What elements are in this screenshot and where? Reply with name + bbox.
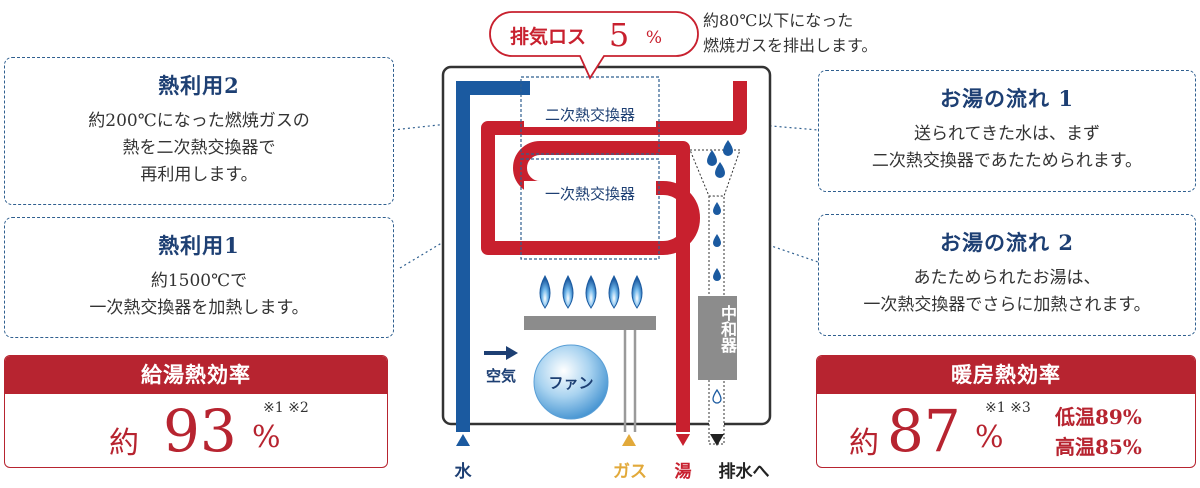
cold-water-pipe xyxy=(456,81,530,432)
secondary-hx-label: 二次熱交換器 xyxy=(545,106,635,124)
heating-efficiency-panel: 暖房熱効率 約 87 % ※1 ※3 低温89% 高温85% xyxy=(816,355,1196,468)
exhaust-bubble xyxy=(489,11,699,80)
heating-efficiency-high: 高温85% xyxy=(1055,435,1142,459)
gas-arrow-icon xyxy=(622,434,636,446)
exhaust-note: 約80℃以下になった 燃焼ガスを排出します。 xyxy=(703,11,878,55)
neutralizer-label: 中和器 xyxy=(718,305,737,353)
exhaust-label: 排気ロス xyxy=(510,25,586,48)
drain-label: 排水へ xyxy=(719,461,770,482)
burner-flames xyxy=(539,274,643,309)
hot-water-pipe xyxy=(481,81,747,432)
air-label: 空気 xyxy=(486,367,516,385)
exhaust-unit: % xyxy=(646,28,662,48)
hot-water-efficiency-value: 93 xyxy=(163,397,237,465)
flow-1-title: お湯の流れ 1 xyxy=(940,86,1074,111)
neutralizer xyxy=(698,296,737,380)
heat-use-1-callout: 熱利用1 約1500℃で 一次熱交換器を加熱します。 xyxy=(4,217,394,338)
exhaust-value: 5 xyxy=(609,16,629,54)
flow-1-callout: お湯の流れ 1 送られてきた水は、まず 二次熱交換器であたためられます。 xyxy=(818,70,1196,192)
hot-water-efficiency-header: 給湯熱効率 xyxy=(5,356,387,394)
heat-use-2-body: 約200℃になった燃焼ガスの 熱を二次熱交換器で 再利用します。 xyxy=(88,111,310,185)
drain-arrow-icon xyxy=(710,434,724,446)
flow-2-title: お湯の流れ 2 xyxy=(940,230,1074,255)
heating-efficiency-unit: % xyxy=(975,420,1004,455)
flow-2-body: あたためられたお湯は、 一次熱交換器でさらに加熱されます。 xyxy=(863,268,1151,315)
burner-plate xyxy=(524,316,656,330)
water-label: 水 xyxy=(455,461,473,482)
heating-efficiency-value: 87 xyxy=(887,397,961,465)
heat-use-1-title: 熱利用1 xyxy=(158,233,240,258)
primary-heat-exchanger xyxy=(520,158,660,260)
heating-efficiency-header: 暖房熱効率 xyxy=(817,356,1195,394)
hot-water-efficiency-prefix: 約 xyxy=(109,426,139,461)
water-drops xyxy=(707,140,733,404)
air-arrow-icon xyxy=(484,346,518,360)
heat-use-2-callout: 熱利用2 約200℃になった燃焼ガスの 熱を二次熱交換器で 再利用します。 xyxy=(4,57,394,205)
gas-pipe xyxy=(623,330,637,432)
heating-efficiency-low: 低温89% xyxy=(1055,405,1142,429)
hot-water-efficiency-unit: % xyxy=(252,420,281,455)
secondary-heat-exchanger xyxy=(520,76,660,155)
hot-water-efficiency-notes: ※1 ※2 xyxy=(263,400,309,416)
flow-2-callout: お湯の流れ 2 あたためられたお湯は、 一次熱交換器でさらに加熱されます。 xyxy=(818,214,1196,336)
fan-label: ファン xyxy=(548,374,593,392)
heat-use-2-title: 熱利用2 xyxy=(158,73,240,98)
hot-water-label: 湯 xyxy=(675,462,692,482)
gas-label: ガス xyxy=(613,462,647,482)
hot-water-efficiency-panel: 給湯熱効率 約 93 % ※1 ※2 xyxy=(4,355,388,468)
hot-water-arrow-icon xyxy=(676,434,690,446)
water-in-arrow-icon xyxy=(456,434,470,446)
fan xyxy=(533,344,609,420)
heating-efficiency-prefix: 約 xyxy=(849,426,879,461)
heat-use-1-body: 約1500℃で 一次熱交換器を加熱します。 xyxy=(89,271,309,318)
flow-1-body: 送られてきた水は、まず 二次熱交換器であたためられます。 xyxy=(871,124,1143,171)
primary-hx-label: 一次熱交換器 xyxy=(545,185,635,203)
heating-efficiency-notes: ※1 ※3 xyxy=(985,400,1031,416)
